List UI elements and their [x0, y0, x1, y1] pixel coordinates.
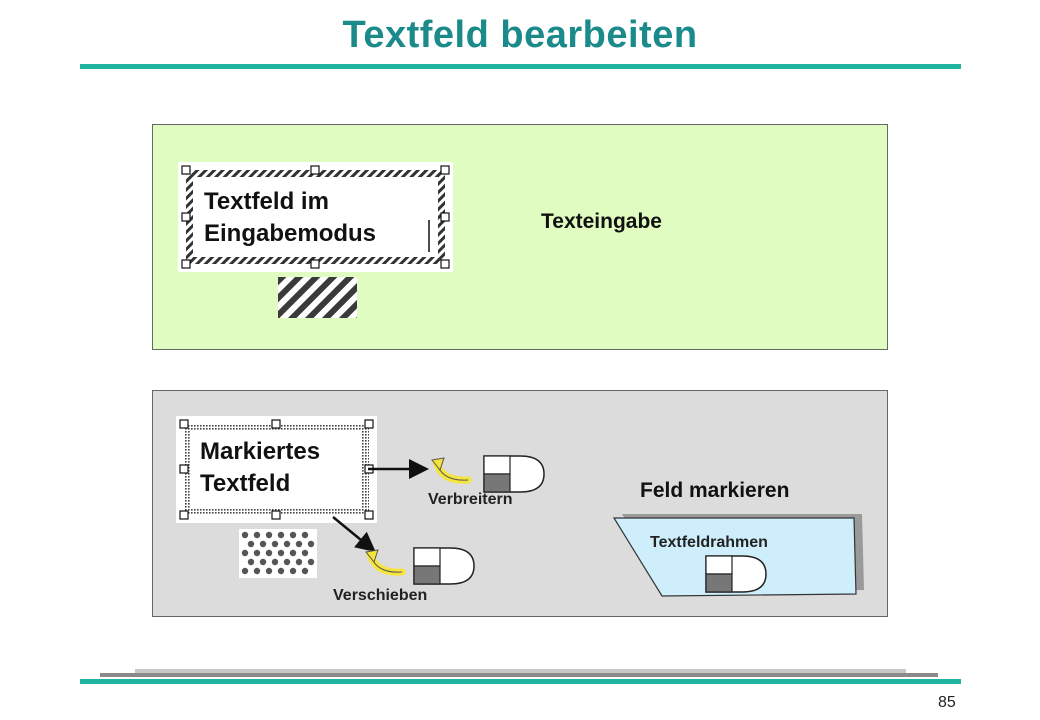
- footer-rule-light: [135, 669, 906, 674]
- page-number: 85: [938, 694, 956, 711]
- textfield-frame[interactable]: [610, 508, 870, 604]
- slide-title: Textfeld bearbeiten: [342, 14, 698, 56]
- selected-field-line2: Textfeld: [200, 470, 291, 497]
- edit-field-line2: Eingabemodus: [204, 220, 377, 247]
- mouse-icon: [431, 455, 545, 493]
- mouse-icon: [365, 547, 475, 585]
- mark-field-label: Feld markieren: [640, 479, 790, 502]
- edit-field-line1: Textfeld im: [204, 188, 329, 215]
- text-input-label: Texteingabe: [541, 210, 662, 233]
- edit-mode-textfield[interactable]: [178, 162, 453, 272]
- dot-pattern-icon: [239, 529, 317, 578]
- widen-label: Verbreitern: [428, 491, 513, 508]
- footer-rule-dark: [100, 673, 938, 677]
- frame-label: Textfeldrahmen: [650, 534, 768, 551]
- selected-textfield[interactable]: [176, 416, 377, 523]
- hatch-pattern-icon: [278, 277, 357, 318]
- footer-rule-accent: [80, 679, 961, 684]
- move-label: Verschieben: [333, 587, 428, 604]
- title-rule: [80, 64, 961, 69]
- selected-field-line1: Markiertes: [200, 438, 321, 465]
